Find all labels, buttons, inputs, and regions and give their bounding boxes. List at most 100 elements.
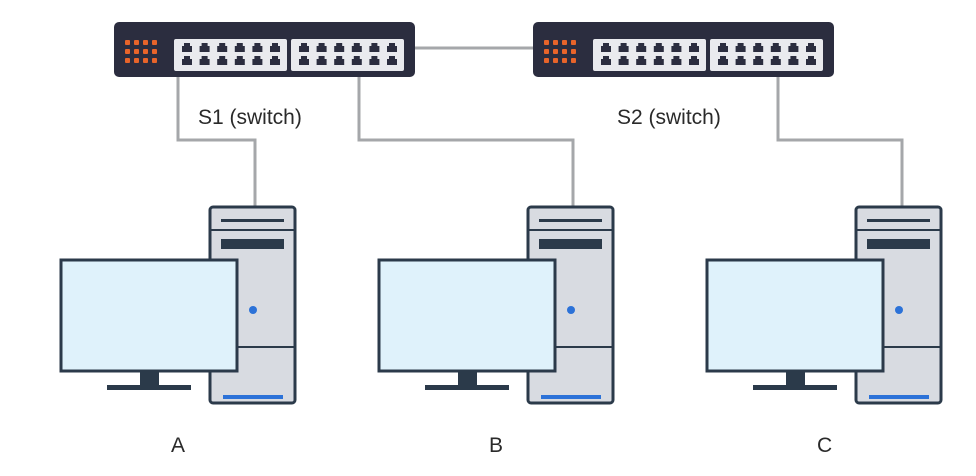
ethernet-port-icon xyxy=(689,56,699,65)
ethernet-port-icon xyxy=(618,43,629,52)
monitor-stand xyxy=(107,385,191,390)
ethernet-port-icon xyxy=(387,43,397,52)
switch-led xyxy=(571,58,576,63)
switch-led xyxy=(553,58,558,63)
ethernet-port-icon xyxy=(234,43,245,52)
ethernet-port-icon xyxy=(689,43,699,52)
ethernet-port-icon xyxy=(601,56,611,65)
ethernet-port-icon xyxy=(351,56,362,65)
switch-led xyxy=(134,40,139,45)
monitor-icon xyxy=(377,258,557,390)
tower-base-strip xyxy=(869,395,929,399)
ethernet-port-icon xyxy=(299,43,309,52)
monitor-neck xyxy=(140,371,159,385)
cable-s1-a xyxy=(176,77,257,206)
ethernet-port-icon xyxy=(735,43,746,52)
monitor-screen xyxy=(705,258,885,373)
ethernet-port-icon xyxy=(217,56,228,65)
monitor-neck xyxy=(786,371,805,385)
switch-led-grid xyxy=(125,40,157,63)
switch-led xyxy=(553,49,558,54)
switch-led xyxy=(152,58,157,63)
ethernet-port-icon xyxy=(270,56,280,65)
port-panel-frame xyxy=(710,39,823,71)
ethernet-port-icon xyxy=(234,56,245,65)
ethernet-port-icon xyxy=(351,43,362,52)
ethernet-port-icon xyxy=(788,43,799,52)
ethernet-port-icon xyxy=(217,43,228,52)
ethernet-port-icon xyxy=(316,56,327,65)
switch-led xyxy=(553,40,558,45)
switch-led xyxy=(544,40,549,45)
switch-s2-label: S2 (switch) xyxy=(617,106,721,129)
ethernet-port-icon xyxy=(252,43,263,52)
ethernet-port-icon xyxy=(671,43,682,52)
ethernet-port-icon xyxy=(316,43,327,52)
switch-led xyxy=(544,58,549,63)
ethernet-port-icon xyxy=(199,43,210,52)
switch-led xyxy=(143,58,148,63)
switch-led xyxy=(544,49,549,54)
ethernet-port-icon xyxy=(718,56,728,65)
ethernet-port-icon xyxy=(806,43,816,52)
ethernet-port-icon xyxy=(182,56,192,65)
drive-bay xyxy=(221,239,284,249)
switch-s2 xyxy=(533,22,834,77)
monitor-neck xyxy=(458,371,477,385)
switch-led xyxy=(562,40,567,45)
switch-led xyxy=(571,40,576,45)
port-panel xyxy=(291,39,404,71)
port-panel-frame xyxy=(174,39,287,71)
monitor-stand xyxy=(425,385,509,390)
monitor-screen xyxy=(377,258,557,373)
monitor-icon xyxy=(705,258,885,390)
switch-led xyxy=(152,40,157,45)
port-panel-frame xyxy=(291,39,404,71)
ethernet-port-icon xyxy=(735,56,746,65)
ethernet-port-icon xyxy=(334,56,345,65)
computer-c xyxy=(705,205,943,405)
drive-slot xyxy=(221,219,284,222)
ethernet-port-icon xyxy=(270,43,280,52)
drive-slot xyxy=(867,219,930,222)
switch-led xyxy=(143,40,148,45)
ethernet-port-icon xyxy=(252,56,263,65)
ethernet-port-icon xyxy=(770,43,781,52)
ethernet-port-icon xyxy=(299,56,309,65)
switch-led xyxy=(125,49,130,54)
ethernet-port-icon xyxy=(182,43,192,52)
drive-slot xyxy=(539,219,602,222)
switch-led xyxy=(571,49,576,54)
computer-a-label: A xyxy=(171,434,186,457)
ethernet-port-icon xyxy=(334,43,345,52)
ethernet-port-icon xyxy=(653,43,664,52)
ethernet-port-icon xyxy=(369,56,380,65)
ethernet-port-icon xyxy=(369,43,380,52)
drive-bay xyxy=(539,239,602,249)
computer-c-label: C xyxy=(817,434,833,457)
port-panel xyxy=(174,39,287,71)
ethernet-port-icon xyxy=(636,56,647,65)
ethernet-port-icon xyxy=(199,56,210,65)
ethernet-port-icon xyxy=(671,56,682,65)
port-panel-frame xyxy=(593,39,706,71)
switch-led xyxy=(152,49,157,54)
switch-led xyxy=(134,49,139,54)
tower-base-strip xyxy=(541,395,601,399)
switch-led xyxy=(562,49,567,54)
ethernet-port-icon xyxy=(788,56,799,65)
ethernet-port-icon xyxy=(618,56,629,65)
ethernet-port-icon xyxy=(753,56,764,65)
monitor-stand xyxy=(753,385,837,390)
switch-s1-label: S1 (switch) xyxy=(198,106,302,129)
tower-base-strip xyxy=(223,395,283,399)
ethernet-port-icon xyxy=(601,43,611,52)
port-panel xyxy=(593,39,706,71)
switch-led xyxy=(143,49,148,54)
ethernet-port-icon xyxy=(387,56,397,65)
switch-led xyxy=(125,40,130,45)
ethernet-port-icon xyxy=(806,56,816,65)
power-led xyxy=(895,306,903,314)
